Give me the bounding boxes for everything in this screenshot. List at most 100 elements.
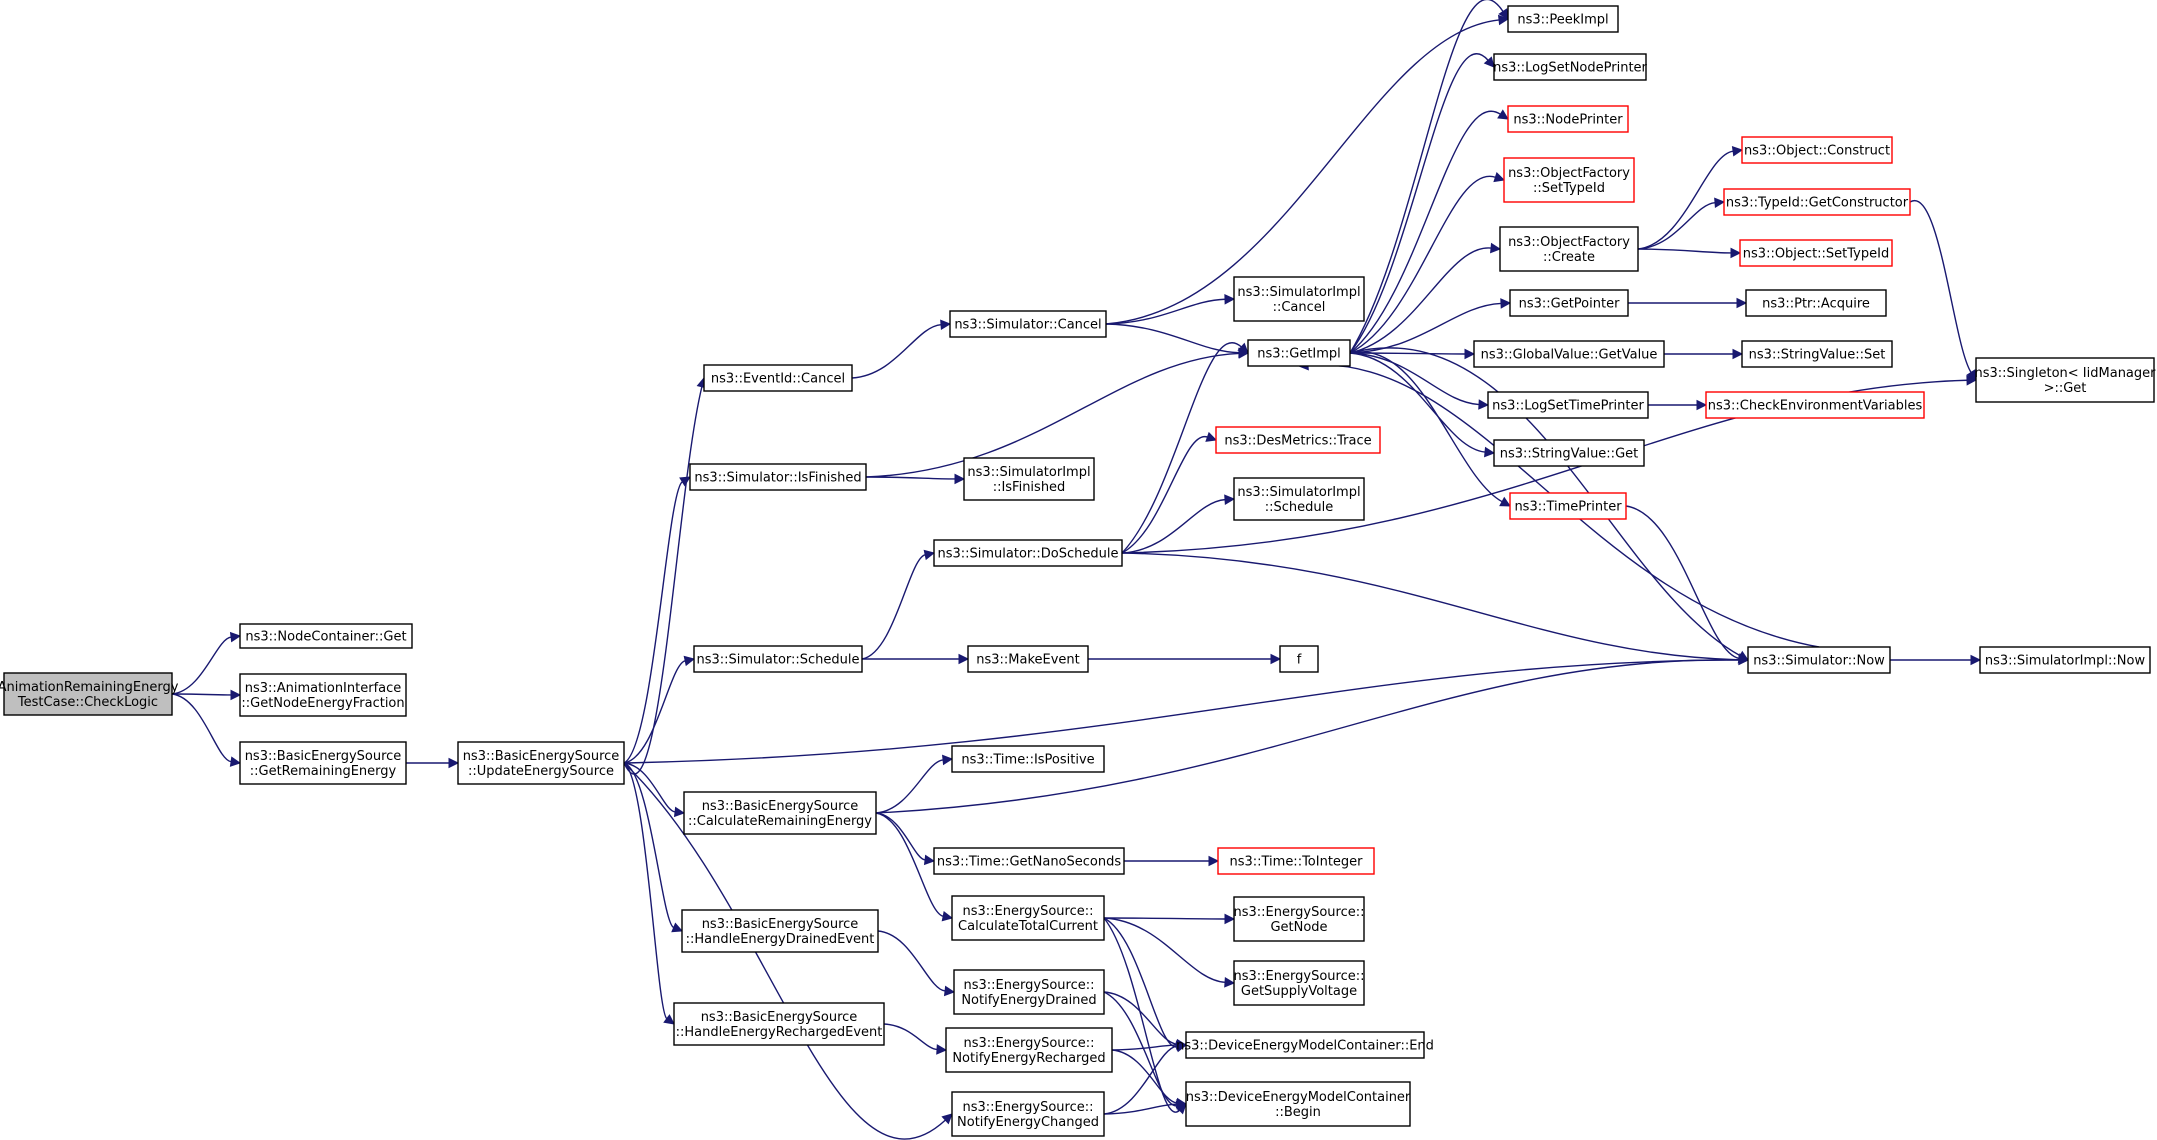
arrowhead [229, 631, 242, 643]
node-box [933, 847, 1125, 875]
function-node[interactable]: ns3::TimePrinter [1509, 492, 1627, 520]
function-node[interactable]: ns3::SimulatorImpl::IsFinished [963, 457, 1095, 501]
node-box [1705, 391, 1925, 419]
edges [171, 0, 1982, 1140]
function-node[interactable]: ns3::Simulator::Schedule [693, 645, 863, 673]
arrowhead [673, 806, 686, 818]
function-node[interactable]: ns3::DesMetrics::Trace [1215, 426, 1381, 454]
node-label: ns3::NodeContainer::Get [245, 630, 406, 645]
node-label: ns3::BasicEnergySource [701, 1010, 858, 1025]
node-label: ns3::GetPointer [1519, 297, 1620, 312]
function-node[interactable]: ns3::Object::SetTypeId [1739, 239, 1893, 267]
function-node[interactable]: f [1279, 645, 1319, 673]
node-label: ns3::Time::GetNanoSeconds [937, 855, 1122, 870]
function-node[interactable]: ns3::NodePrinter [1507, 105, 1629, 133]
arrowhead [1970, 654, 1982, 666]
call-edge [875, 812, 954, 922]
call-edge [1349, 109, 1509, 354]
function-node[interactable]: ns3::DeviceEnergyModelContainer::End [1176, 1031, 1434, 1059]
node-box [1279, 645, 1319, 673]
function-node[interactable]: ns3::Simulator::IsFinished [689, 463, 867, 491]
arrowhead [1176, 1097, 1188, 1109]
node-box [1741, 136, 1893, 164]
function-node[interactable]: ns3::TypeId::GetConstructor [1723, 188, 1911, 216]
arrowhead [671, 922, 684, 933]
node-box [951, 895, 1105, 941]
arrowhead [1176, 1039, 1188, 1051]
function-node[interactable]: ns3::BasicEnergySource::HandleEnergyDrai… [681, 909, 879, 953]
node-label: ns3::EnergySource:: [964, 978, 1095, 993]
function-node[interactable]: ns3::DeviceEnergyModelContainer::Begin [1185, 1081, 1411, 1127]
arrowhead [942, 754, 954, 766]
node-label: ns3::Simulator::DoSchedule [937, 547, 1118, 562]
function-node[interactable]: ns3::AnimationInterface::GetNodeEnergyFr… [239, 673, 407, 717]
function-node[interactable]: ns3::GlobalValue::GetValue [1473, 340, 1665, 368]
node-label: ns3::SimulatorImpl [1237, 485, 1360, 500]
node-label: >::Get [2044, 381, 2087, 396]
node-label: ns3::SimulatorImpl [1237, 285, 1360, 300]
function-node[interactable]: ns3::Ptr::Acquire [1745, 289, 1887, 317]
node-box [683, 791, 877, 835]
function-node[interactable]: ns3::GetPointer [1509, 289, 1629, 317]
arrowhead [1497, 14, 1510, 26]
node-label: ns3::CheckEnvironmentVariables [1708, 399, 1923, 414]
function-node[interactable]: ns3::Singleton< IidManager >::Get [1974, 357, 2156, 403]
function-node[interactable]: ns3::EventId::Cancel [703, 364, 853, 392]
call-edge [1349, 352, 1490, 410]
node-box [1247, 339, 1351, 367]
function-node[interactable]: ns3::EnergySource::GetSupplyVoltage [1233, 960, 1365, 1006]
node-label: ::CalculateRemainingEnergy [688, 814, 872, 829]
function-node[interactable]: ns3::EnergySource::GetNode [1233, 896, 1365, 942]
node-label: ns3::MakeEvent [976, 653, 1080, 668]
function-node[interactable]: ns3::ObjectFactory::SetTypeId [1503, 157, 1635, 203]
function-node[interactable]: ns3::StringValue::Get [1493, 439, 1645, 467]
call-edge [861, 549, 936, 660]
node-box [703, 364, 853, 392]
function-node[interactable]: ns3::BasicEnergySource::UpdateEnergySour… [457, 741, 625, 785]
function-node[interactable]: ns3::ObjectFactory::Create [1499, 226, 1639, 272]
node-box [953, 969, 1105, 1015]
node-label: NotifyEnergyRecharged [952, 1051, 1105, 1066]
function-node[interactable]: ns3::SimulatorImpl::Cancel [1233, 276, 1365, 322]
node-box [1509, 492, 1627, 520]
function-node[interactable]: ns3::SimulatorImpl::Now [1979, 646, 2151, 674]
function-node[interactable]: ns3::Time::ToInteger [1217, 847, 1375, 875]
function-node[interactable]: ns3::EnergySource::CalculateTotalCurrent [951, 895, 1105, 941]
function-node[interactable]: ns3::Time::GetNanoSeconds [933, 847, 1125, 875]
call-edge [1349, 348, 1476, 360]
node-box [1503, 157, 1635, 203]
node-box [1473, 340, 1665, 368]
function-node[interactable]: ns3::EnergySource::NotifyEnergyChanged [951, 1091, 1105, 1137]
function-node[interactable]: ns3::Simulator::Now [1747, 646, 1891, 674]
function-node[interactable]: ns3::LogSetTimePrinter [1487, 391, 1649, 419]
function-node[interactable]: ns3::BasicEnergySource::GetRemainingEner… [239, 741, 407, 785]
function-node: AnimationRemainingEnergyTestCase::CheckL… [0, 672, 179, 716]
arrowhead [683, 655, 696, 667]
node-label: ns3::BasicEnergySource [245, 749, 402, 764]
call-edge [883, 1023, 948, 1055]
function-node[interactable]: ns3::Simulator::Cancel [949, 310, 1107, 338]
function-node[interactable]: ns3::EnergySource::NotifyEnergyDrained [953, 969, 1105, 1015]
call-edge [623, 476, 691, 764]
function-node[interactable]: ns3::BasicEnergySource::HandleEnergyRech… [673, 1002, 885, 1046]
function-node[interactable]: ns3::SimulatorImpl::Schedule [1233, 477, 1365, 521]
function-node[interactable]: ns3::MakeEvent [967, 645, 1089, 673]
function-node[interactable]: ns3::GetImpl [1247, 339, 1351, 367]
function-node[interactable]: ns3::Time::IsPositive [951, 745, 1105, 773]
node-label: ns3::Object::SetTypeId [1743, 247, 1889, 262]
function-node[interactable]: ns3::NodeContainer::Get [239, 623, 413, 649]
function-node[interactable]: ns3::Object::Construct [1741, 136, 1893, 164]
node-box [1739, 239, 1893, 267]
function-node[interactable]: ns3::CheckEnvironmentVariables [1705, 391, 1925, 419]
call-edge [171, 631, 242, 695]
call-edge [623, 762, 684, 933]
arrowhead [1493, 172, 1506, 183]
function-node[interactable]: ns3::BasicEnergySource::CalculateRemaini… [683, 791, 877, 835]
function-node[interactable]: ns3::Simulator::DoSchedule [933, 539, 1123, 567]
function-node[interactable]: ns3::EnergySource::NotifyEnergyRecharged [945, 1027, 1113, 1073]
arrowhead [1714, 197, 1726, 209]
function-node[interactable]: ns3::LogSetNodePrinter [1493, 53, 1648, 81]
call-edge [1349, 352, 1496, 458]
function-node[interactable]: ns3::PeekImpl [1507, 5, 1619, 33]
function-node[interactable]: ns3::StringValue::Set [1741, 340, 1893, 368]
